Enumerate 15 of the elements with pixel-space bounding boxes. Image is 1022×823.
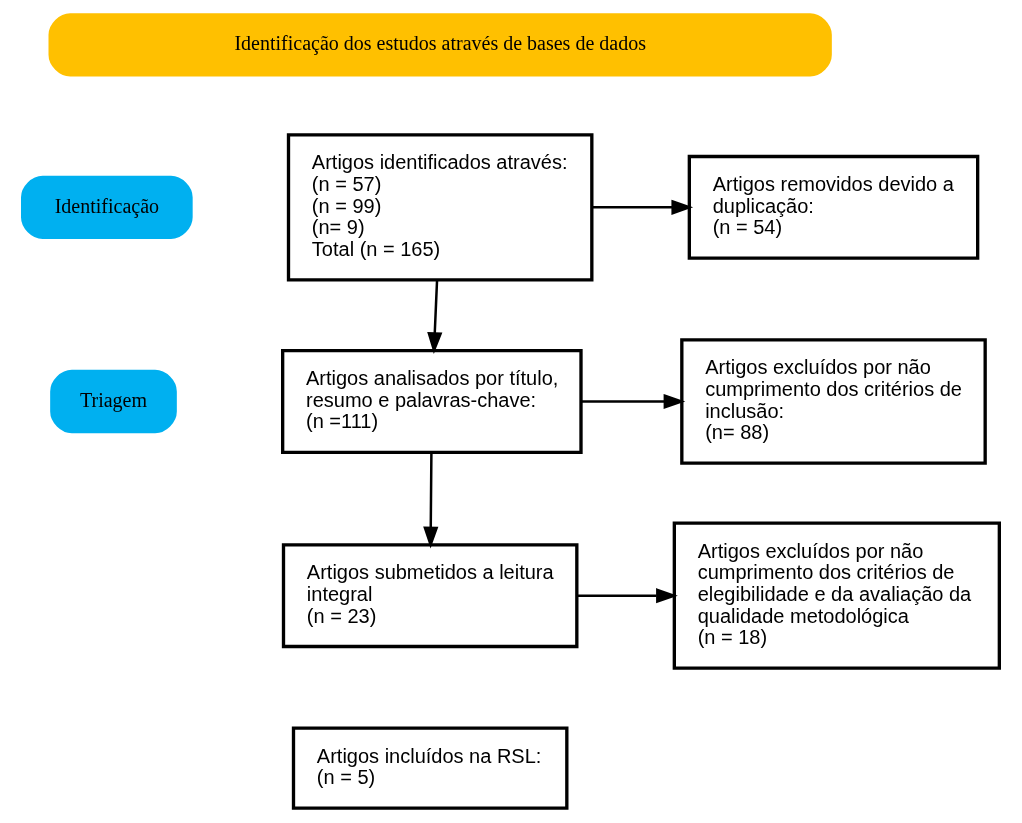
node-box: Artigos submetidos a leitura integral (n = 23) (281, 543, 579, 649)
arrow (423, 452, 439, 549)
node-box: Artigos incluídos na RSL: (n = 5) (291, 726, 569, 810)
arrow (577, 588, 678, 604)
node-box: Artigos excluídos por não cumprimento dos critérios de elegibilidade e da avaliação da qualidade metodológica (n = 18) (672, 521, 1001, 670)
node-box: Artigos analisados por título, resumo e palavras-chave: (n =111) (281, 349, 583, 454)
node-box: Triagem (50, 369, 177, 434)
arrow (427, 280, 443, 354)
node-box: Identificação dos estudos através de bases de dados (48, 13, 832, 77)
node-box: Artigos removidos devido a duplicação: (n = 54) (687, 154, 980, 260)
arrow (592, 199, 694, 215)
arrow (581, 393, 686, 410)
node-box: Artigos excluídos por não cumprimento dos critérios de inclusão: (n= 88) (680, 338, 987, 465)
node-box: Artigos identificados através: (n = 57) (n = 99) (n= 9) Total (n = 165) (286, 133, 594, 282)
node-box: Identificação (21, 175, 193, 239)
